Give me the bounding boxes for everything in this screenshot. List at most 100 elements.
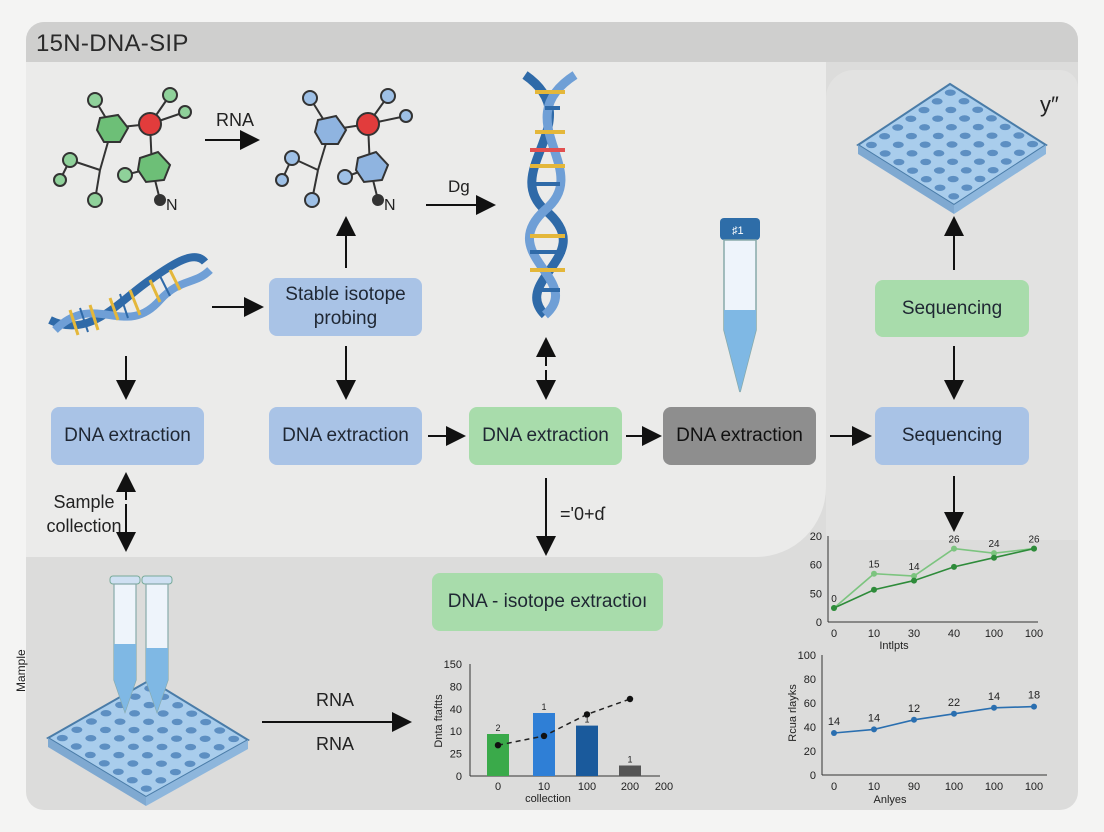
- series-point: [494, 742, 502, 749]
- series-line: [833, 705, 1035, 734]
- series-point: [911, 716, 917, 723]
- series-line: [833, 547, 1035, 609]
- molecule-left-n-label: N: [166, 197, 178, 214]
- well: [947, 158, 959, 165]
- well: [71, 726, 83, 733]
- x-tick-label: 200: [621, 781, 639, 793]
- well: [99, 743, 111, 750]
- well: [987, 167, 999, 174]
- arrow-dg-label: Dɡ: [448, 177, 470, 196]
- well: [999, 123, 1011, 131]
- x-axis-label: Anlyes: [873, 794, 907, 806]
- well: [85, 718, 97, 725]
- y-tick-label: 0: [816, 617, 822, 629]
- series-line: [833, 547, 1035, 609]
- molecule-left-icon: [53, 87, 192, 208]
- series-point: [540, 732, 548, 740]
- mample-label: Mample: [14, 649, 28, 692]
- well: [199, 752, 211, 759]
- point-label: 14: [828, 716, 840, 728]
- series-point: [1031, 703, 1037, 710]
- point-label: 15: [868, 560, 880, 571]
- well: [892, 141, 904, 148]
- well: [213, 744, 225, 751]
- well: [184, 760, 196, 767]
- well: [865, 141, 877, 149]
- microplate-top-icon: [856, 82, 1048, 214]
- dna-extraction-box-3: DNA extraction: [469, 407, 622, 465]
- bar: [487, 734, 509, 776]
- well: [972, 123, 984, 131]
- dna-helix-vertical-icon: [522, 71, 578, 319]
- y-tick-label: 20: [810, 531, 822, 543]
- well: [932, 115, 944, 122]
- bar-label: 1: [627, 755, 632, 765]
- well: [56, 734, 68, 742]
- well: [907, 167, 919, 174]
- x-tick-label: 10: [868, 781, 880, 793]
- x-tick-label: 90: [908, 781, 920, 793]
- y-tick-label: 60: [804, 698, 816, 710]
- bar-label: 1: [584, 715, 589, 725]
- well: [113, 735, 125, 742]
- well: [1000, 141, 1012, 148]
- well: [171, 718, 183, 726]
- dna-isotope-extraction-box: DNA - isotope extractioı: [432, 573, 663, 631]
- page-title: 15N-DNA-SIP: [36, 30, 189, 57]
- dna-extraction-box-4: DNA extraction: [663, 407, 816, 465]
- dashed-series-line: [497, 698, 631, 746]
- well: [974, 175, 986, 183]
- y-tick-label: 25: [450, 749, 462, 761]
- series-point: [951, 563, 957, 570]
- well: [112, 768, 124, 775]
- y-axis-label: Dnta ftaftts: [433, 694, 445, 748]
- well: [85, 735, 97, 742]
- sequencing-box-mid: Sequencing: [875, 407, 1029, 465]
- well: [906, 150, 918, 157]
- x-tick-label: 0: [831, 781, 837, 793]
- sequencing-box-top: Sequencing: [875, 280, 1029, 337]
- well: [931, 98, 943, 105]
- y-tick-label: 50: [810, 588, 822, 600]
- y-tick-label: 80: [450, 681, 462, 693]
- series-point: [831, 605, 837, 611]
- y-tick-label: 20: [804, 746, 816, 758]
- well: [944, 89, 956, 96]
- point-label: 26: [948, 535, 960, 546]
- well: [959, 115, 971, 122]
- well: [169, 768, 181, 776]
- well: [126, 777, 138, 784]
- point-label: 26: [1028, 535, 1040, 546]
- well: [905, 115, 917, 122]
- inner-light-region: [26, 62, 826, 557]
- x-axis-label: Intlpts: [879, 640, 909, 652]
- x-tick-label: 10: [538, 781, 550, 793]
- title-bar: [26, 22, 1078, 62]
- series-point: [991, 704, 997, 711]
- well: [961, 184, 973, 191]
- well: [185, 727, 197, 734]
- well: [892, 124, 904, 131]
- well: [1027, 140, 1039, 148]
- y-tick-label: 0: [810, 770, 816, 782]
- y-tick-label: 100: [798, 650, 816, 662]
- x-tick-label: 0: [831, 628, 837, 640]
- series-point: [871, 570, 877, 577]
- molecule-right-icon: [275, 88, 413, 208]
- well: [99, 726, 111, 734]
- well: [127, 760, 139, 767]
- well: [156, 743, 168, 751]
- well: [973, 141, 985, 148]
- sample-collection-label: Sample collection: [46, 492, 122, 537]
- well: [945, 106, 957, 114]
- well: [958, 98, 970, 105]
- x-tick-label: 100: [985, 628, 1003, 640]
- well: [228, 735, 240, 743]
- well: [933, 167, 945, 174]
- well: [934, 184, 946, 191]
- series-point: [831, 730, 837, 736]
- well: [879, 133, 891, 140]
- rna-label-1: RNA: [316, 690, 355, 710]
- dna-extraction-box-1: DNA extraction: [51, 407, 204, 465]
